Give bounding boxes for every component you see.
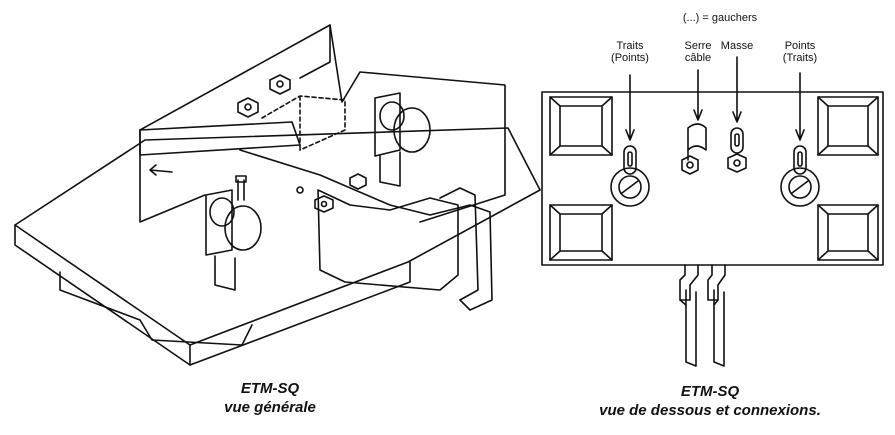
base-side (189, 261, 411, 366)
small-stud (296, 186, 304, 194)
arrow-points (795, 72, 805, 141)
underside-drawing (541, 56, 884, 367)
paddle-front (317, 189, 459, 291)
arrow-serre (693, 69, 703, 121)
knob-right (374, 92, 431, 187)
lever-arm (239, 149, 493, 311)
foot-top-right (817, 96, 879, 156)
arrow-traits (625, 74, 635, 141)
label-serre: Serre (684, 40, 712, 52)
left-caption-subtitle: vue générale (224, 399, 316, 416)
foot-bottom-right (817, 204, 879, 261)
nut-top-1 (237, 97, 259, 118)
pivot-screw (235, 175, 247, 201)
label-cable: câble (684, 52, 712, 64)
left-caption-title: ETM-SQ (240, 380, 300, 397)
key-isometric-drawing (14, 24, 541, 366)
terminal-traits (610, 145, 650, 207)
base-foot (59, 271, 253, 346)
terminal-points (780, 145, 820, 207)
underside-plate (541, 91, 884, 266)
cable-clamp (681, 123, 707, 175)
dashed-inner (261, 95, 346, 151)
base-front (14, 224, 191, 366)
nut-front (314, 195, 334, 213)
paddle-levers (679, 264, 726, 367)
paddle-back (439, 187, 479, 301)
ground-lug (727, 127, 747, 173)
lefty-note: (...) = gauchers (682, 12, 758, 24)
arrow-left (149, 164, 173, 176)
label-masse: Masse (720, 40, 754, 52)
knob-left (205, 189, 262, 291)
label-points-alt: (Traits) (782, 52, 818, 64)
right-caption-title: ETM-SQ (680, 383, 740, 400)
nut-mid (349, 173, 367, 190)
label-traits: Traits (616, 40, 644, 52)
foot-top-left (549, 96, 613, 156)
arrow-masse (732, 56, 742, 123)
upper-front-band (139, 121, 301, 156)
upper-deck-edge (139, 24, 331, 223)
foot-bottom-left (549, 204, 613, 261)
label-points: Points (784, 40, 816, 52)
base-top (14, 127, 541, 346)
nut-top-2 (269, 74, 291, 95)
label-traits-alt: (Points) (611, 52, 649, 64)
right-caption-subtitle: vue de dessous et connexions. (599, 402, 821, 419)
